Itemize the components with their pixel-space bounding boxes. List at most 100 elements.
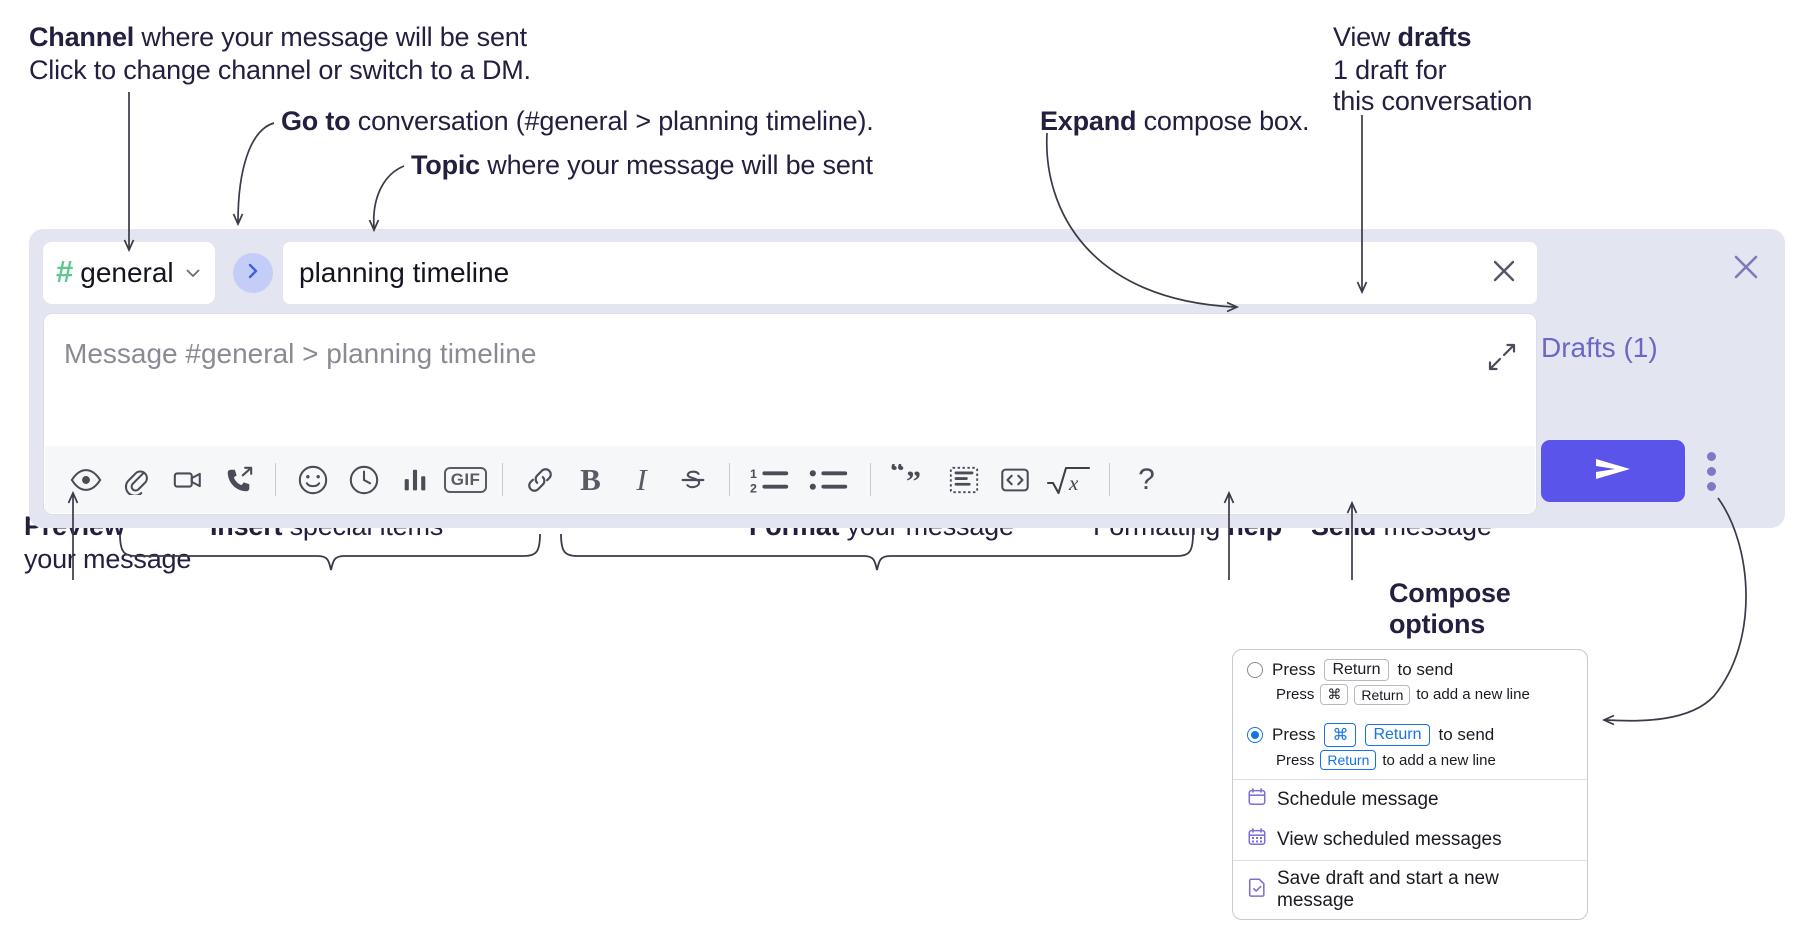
menu-item-view-scheduled-label: View scheduled messages (1277, 829, 1502, 850)
topic-input[interactable]: planning timeline (283, 242, 1537, 304)
arrowhead-goto (232, 213, 244, 227)
annotation-drafts-bold: drafts (1397, 22, 1472, 52)
annotation-goto: Go to conversation (#general > planning … (281, 106, 874, 137)
chevron-down-icon (184, 264, 202, 282)
formatting-help-button[interactable]: ? (1121, 454, 1172, 505)
svg-text:1: 1 (750, 467, 757, 481)
key-return-2: Return (1354, 684, 1411, 705)
gif-button[interactable]: GIF (440, 454, 491, 505)
channel-select[interactable]: # general (43, 242, 215, 304)
panel-close-button[interactable] (1730, 251, 1762, 288)
audio-clip-button[interactable] (213, 454, 264, 505)
send-option-cmd-return[interactable]: Press ⌘ Return to send (1233, 714, 1587, 749)
connector-compose-options (1605, 497, 1747, 722)
menu-divider-1 (1233, 779, 1587, 780)
link-button[interactable] (514, 454, 565, 505)
menu-item-schedule-label: Schedule message (1277, 789, 1439, 810)
bulleted-list-button[interactable] (801, 454, 859, 505)
code-inline-button[interactable] (989, 454, 1040, 505)
code-block-button[interactable] (938, 454, 989, 505)
svg-text:”: ” (906, 465, 921, 496)
annotation-channel-sub: Click to change channel or switch to a D… (29, 55, 531, 85)
menu-item-save-draft[interactable]: Save draft and start a new message (1233, 861, 1587, 919)
compose-inner: # general planning timeline Message #gen… (43, 242, 1537, 515)
annotation-compose-options-bold1: Compose (1389, 578, 1511, 608)
arrowhead-compose-options (1601, 714, 1615, 726)
separator-4 (870, 463, 871, 496)
option2-sub-post: to add a new line (1382, 751, 1496, 769)
document-check-icon (1247, 877, 1267, 903)
preview-button[interactable] (60, 454, 111, 505)
option1-pre: Press (1272, 660, 1316, 679)
annotation-drafts: View drafts (1333, 22, 1472, 53)
drafts-link[interactable]: Drafts (1) (1541, 332, 1658, 363)
poll-button[interactable] (389, 454, 440, 505)
option1-sub-pre: Press (1276, 686, 1315, 703)
annotation-goto-rest: conversation (#general > planning timeli… (350, 106, 874, 136)
annotation-compose-options-2: options (1389, 609, 1485, 640)
emoji-button[interactable] (287, 454, 338, 505)
separator-2 (502, 463, 503, 496)
annotation-expand-rest: compose box. (1136, 106, 1310, 136)
attach-button[interactable] (111, 454, 162, 505)
compose-header-row: # general planning timeline (43, 242, 1537, 304)
hash-icon: # (56, 253, 74, 289)
connector-topic (372, 165, 405, 229)
compose-options-menu: Press Return to send Press ⌘ Return to a… (1232, 649, 1588, 920)
separator-1 (275, 463, 276, 496)
send-button[interactable] (1541, 440, 1685, 502)
go-to-conversation-button[interactable] (233, 253, 273, 293)
more-vertical-icon-dot1 (1707, 452, 1716, 461)
compose-options-button[interactable] (1707, 452, 1716, 491)
menu-item-schedule-message[interactable]: Schedule message (1233, 780, 1587, 820)
option2-pre: Press (1272, 725, 1316, 744)
separator-3 (729, 463, 730, 496)
annotation-channel-bold: Channel (29, 22, 135, 52)
send-option-return-sub: Press ⌘ Return to add a new line (1233, 683, 1587, 714)
bold-button[interactable]: B (565, 454, 616, 505)
annotation-topic: Topic where your message will be sent (411, 150, 873, 181)
compose-panel: # general planning timeline Message #gen… (29, 229, 1785, 528)
key-cmd-2: ⌘ (1324, 723, 1357, 747)
more-vertical-icon-dot2 (1707, 467, 1716, 476)
annotation-compose-options-bold2: options (1389, 609, 1486, 639)
svg-text:“: “ (890, 464, 905, 488)
reminder-button[interactable] (338, 454, 389, 505)
annotation-drafts-sub1: 1 draft for (1333, 55, 1447, 85)
video-clip-button[interactable] (162, 454, 213, 505)
annotation-goto-bold: Go to (281, 106, 351, 136)
blockquote-button[interactable]: “” (882, 454, 938, 505)
topic-value: planning timeline (299, 257, 510, 288)
separator-5 (1109, 463, 1110, 496)
svg-text:x: x (1068, 471, 1079, 495)
annotation-channel-rest: where your message will be sent (134, 22, 527, 52)
message-compose-box[interactable]: Message #general > planning timeline (43, 313, 1537, 515)
key-return-4: Return (1320, 750, 1377, 770)
annotation-preview-rest: your message (24, 544, 192, 574)
math-button[interactable]: x (1040, 454, 1098, 505)
annotation-drafts-pre: View (1333, 22, 1398, 52)
radio-cmd-return[interactable] (1247, 727, 1263, 743)
key-return-3: Return (1365, 724, 1430, 746)
connector-goto (237, 122, 275, 223)
annotation-expand-bold: Expand (1040, 106, 1137, 136)
option2-post: to send (1438, 725, 1495, 744)
send-option-return[interactable]: Press Return to send (1233, 650, 1587, 683)
radio-return[interactable] (1247, 662, 1263, 678)
italic-button[interactable]: I (616, 454, 667, 505)
key-cmd: ⌘ (1320, 684, 1349, 705)
option2-sub-pre: Press (1276, 751, 1315, 769)
svg-text:2: 2 (750, 481, 757, 495)
option1-post: to send (1397, 660, 1454, 679)
topic-clear-button[interactable] (1487, 254, 1521, 293)
expand-compose-button[interactable] (1487, 342, 1517, 377)
annotation-drafts-sub2: this conversation (1333, 86, 1533, 116)
question-mark-icon: ? (1138, 462, 1155, 496)
italic-icon: I (636, 461, 647, 497)
strikethrough-button[interactable] (667, 454, 718, 505)
send-paper-plane-icon (1590, 452, 1636, 491)
menu-item-view-scheduled[interactable]: View scheduled messages (1233, 820, 1587, 860)
channel-name: general (80, 257, 174, 288)
